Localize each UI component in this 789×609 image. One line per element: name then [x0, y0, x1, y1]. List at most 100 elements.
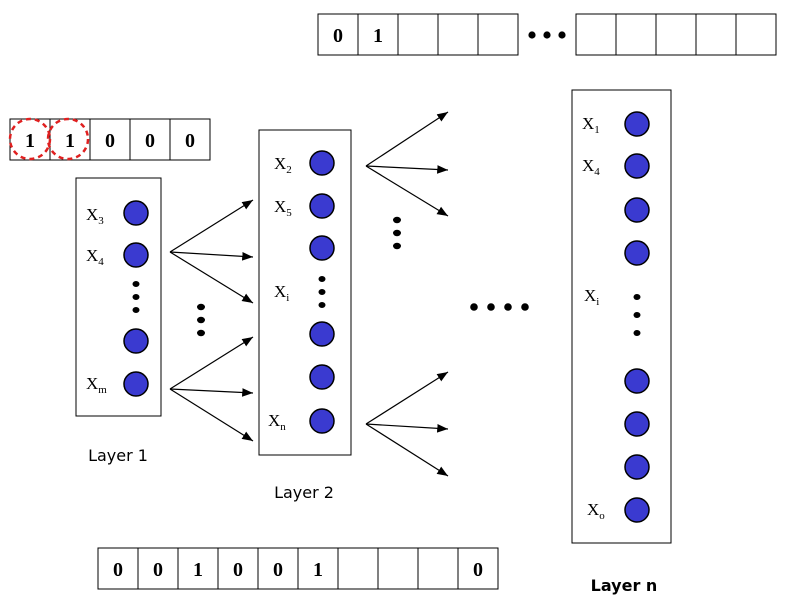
node-circle: [624, 153, 650, 179]
vertical-ellipsis: [197, 303, 205, 337]
node-circle: [624, 497, 650, 523]
node-circle: [624, 240, 650, 266]
input-bit-value: 0: [105, 130, 115, 152]
bottom-bit-cell: [417, 547, 459, 590]
node-circle: [624, 197, 650, 223]
node-circle: [309, 150, 335, 176]
bottom-bit-value: 0: [233, 559, 243, 581]
top-bit-cell: [575, 13, 617, 56]
node-label: Xn: [268, 411, 286, 433]
bottom-bit-cell: [177, 547, 219, 590]
node-label: X2: [274, 154, 292, 176]
node-circle: [624, 111, 650, 137]
layer-2: X2 X5 Xi Xn Layer 2: [258, 129, 352, 502]
layer-2-label: Layer 2: [274, 483, 334, 502]
top-bit-cell: [357, 13, 399, 56]
layer-n-label: Layer n: [591, 576, 658, 595]
top-bit-value: 0: [333, 25, 343, 47]
arrow: [365, 165, 449, 174]
node-circle: [309, 408, 335, 434]
bottom-bit-value: 0: [113, 559, 123, 581]
node-label: Xi: [584, 286, 599, 308]
bottom-bit-cell: [377, 547, 419, 590]
bottom-bit-cell: [97, 547, 139, 590]
bottom-bit-value: 0: [153, 559, 163, 581]
node-circle: [309, 364, 335, 390]
node-label: X4: [86, 246, 104, 268]
arrow: [365, 165, 449, 217]
arrow: [365, 111, 449, 167]
node-label: X3: [86, 205, 104, 227]
arrow: [169, 199, 254, 253]
highlight-circle: [46, 117, 90, 161]
arrow: [365, 423, 449, 477]
input-bit-cell: [89, 118, 131, 161]
node-label: X1: [582, 114, 600, 136]
top-bit-cell: [317, 13, 359, 56]
arrows-layer1-to-layer2: [169, 199, 254, 442]
node-label: Xo: [587, 500, 605, 522]
arrow: [169, 251, 254, 304]
bottom-bit-cell: [337, 547, 379, 590]
highlight-circle: [8, 117, 52, 161]
arrow: [365, 423, 449, 433]
node-circle: [123, 371, 149, 397]
bottom-bitstring: 0 0 1 0 0 1 0: [97, 547, 499, 590]
node-label: Xi: [274, 282, 289, 304]
bottom-bit-cell: [297, 547, 339, 590]
layer-2-box: [258, 129, 352, 456]
node-circle: [624, 368, 650, 394]
arrows-layer2-onward: [365, 111, 529, 477]
node-label: X5: [274, 197, 292, 219]
input-bit-cell: [129, 118, 171, 161]
vertical-ellipsis: [393, 216, 401, 250]
node-circle: [309, 193, 335, 219]
arrow: [169, 251, 254, 261]
layer-1: X3 X4 Xm Layer 1: [75, 177, 162, 465]
top-bit-cell: [735, 13, 777, 56]
top-bit-cell: [397, 13, 439, 56]
top-bit-cell: [655, 13, 697, 56]
bottom-bit-cell: [137, 547, 179, 590]
bottom-bit-value: 0: [273, 559, 283, 581]
bottom-bit-cell: [457, 547, 499, 590]
bottom-bit-value: 1: [313, 559, 323, 581]
bottom-bit-value: 0: [473, 559, 483, 581]
layer-n-box: [571, 89, 672, 544]
input-bit-value: 1: [25, 130, 35, 152]
layer-1-label: Layer 1: [88, 446, 148, 465]
bottom-bit-cell: [217, 547, 259, 590]
vertical-ellipsis: [633, 294, 641, 336]
node-circle: [123, 242, 149, 268]
node-circle: [309, 235, 335, 261]
top-bit-cell: [695, 13, 737, 56]
node-circle: [624, 454, 650, 480]
node-label: Xm: [86, 374, 107, 396]
input-bitstring: 1 1 0 0 0: [8, 117, 211, 161]
top-bit-cell: [477, 13, 519, 56]
input-bit-value: 1: [65, 130, 75, 152]
input-bit-value: 0: [185, 130, 195, 152]
input-bit-value: 0: [145, 130, 155, 152]
top-bitstring: 0 1: [317, 13, 777, 56]
bottom-bit-value: 1: [193, 559, 203, 581]
top-bit-cell: [437, 13, 479, 56]
top-bit-value: 1: [373, 25, 383, 47]
node-circle: [309, 321, 335, 347]
top-bitstring-ellipsis: [528, 31, 566, 39]
arrow: [365, 371, 449, 425]
layer-n: X1 X4 Xi Xo Layer n: [571, 89, 672, 595]
horizontal-ellipsis: [470, 303, 529, 311]
arrow: [169, 336, 254, 390]
node-circle: [624, 411, 650, 437]
arrow: [169, 388, 254, 397]
vertical-ellipsis: [132, 281, 140, 313]
vertical-ellipsis: [318, 276, 326, 308]
node-label: X4: [582, 156, 600, 178]
input-bit-cell: [169, 118, 211, 161]
node-circle: [123, 328, 149, 354]
arrow: [169, 388, 254, 442]
top-bit-cell: [615, 13, 657, 56]
